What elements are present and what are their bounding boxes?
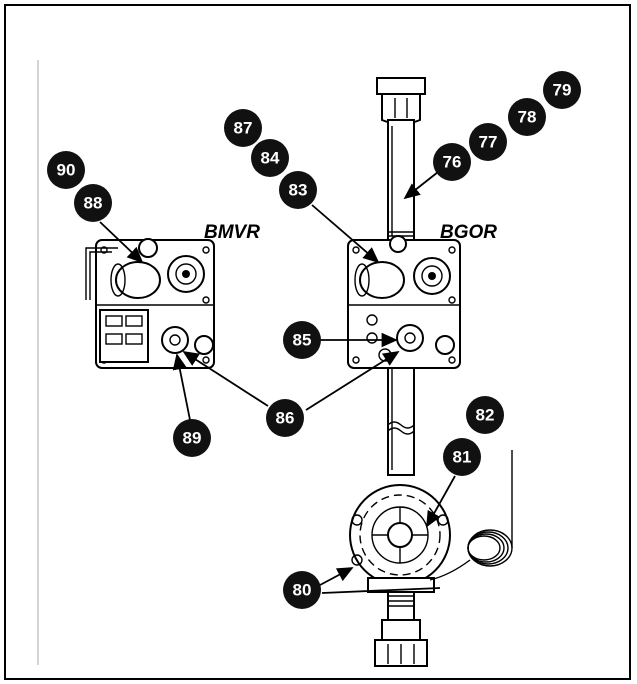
svg-text:77: 77	[479, 133, 498, 152]
leader-lines	[99, 171, 456, 594]
callout-77: 77	[469, 123, 507, 161]
svg-text:76: 76	[443, 153, 462, 172]
callout-82: 82	[466, 396, 504, 434]
callout-89: 89	[173, 419, 211, 457]
callout-88: 88	[74, 184, 112, 222]
svg-text:84: 84	[261, 149, 280, 168]
svg-text:90: 90	[57, 161, 76, 180]
bgor-valve	[347, 235, 461, 369]
callout-80: 80	[283, 571, 321, 609]
svg-text:85: 85	[293, 331, 312, 350]
bgor-label: BGOR	[440, 222, 497, 243]
svg-text:89: 89	[183, 429, 202, 448]
bmvr-label: BMVR	[204, 222, 260, 243]
callout-84: 84	[251, 139, 289, 177]
svg-text:83: 83	[289, 181, 308, 200]
callout-86: 86	[266, 399, 304, 437]
callout-85: 85	[283, 321, 321, 359]
svg-text:86: 86	[276, 409, 295, 428]
callout-83: 83	[279, 171, 317, 209]
svg-text:88: 88	[84, 194, 103, 213]
callout-79: 79	[543, 71, 581, 109]
pipe-assembly	[374, 77, 428, 667]
svg-text:79: 79	[553, 81, 572, 100]
svg-text:81: 81	[453, 448, 472, 467]
bmvr-valve	[85, 238, 215, 369]
callout-90: 90	[47, 151, 85, 189]
callout-87: 87	[224, 109, 262, 147]
thermostat-assembly	[349, 450, 513, 593]
svg-text:80: 80	[293, 581, 312, 600]
callout-78: 78	[508, 98, 546, 136]
svg-text:87: 87	[234, 119, 253, 138]
svg-text:78: 78	[518, 108, 537, 127]
callout-76: 76	[433, 143, 471, 181]
callout-81: 81	[443, 438, 481, 476]
svg-text:82: 82	[476, 406, 495, 425]
